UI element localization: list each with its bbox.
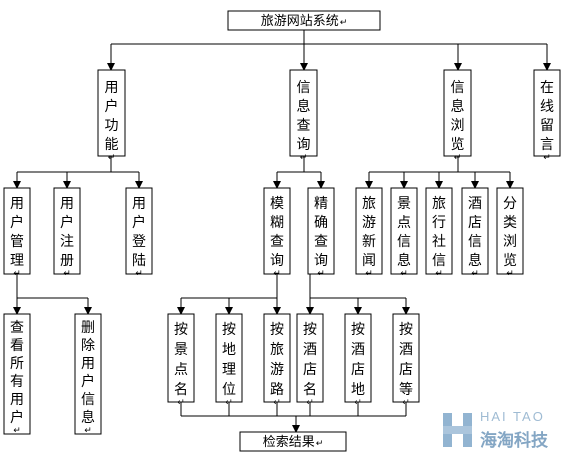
- node-info-query: 信息查询↵: [289, 69, 318, 163]
- node-fuzzy-query: 模糊查询↵: [263, 187, 291, 279]
- node-delete-user-info-label: 删除用户信息↵: [81, 320, 95, 436]
- node-info-browse: 信息浏览↵: [443, 69, 472, 163]
- node-travel-news: 旅游新闻↵: [355, 187, 383, 279]
- connectors: [13, 30, 551, 433]
- node-by-hotel-grade-label: 按酒店等↵: [399, 322, 413, 408]
- result-return-mark: ↵: [316, 439, 324, 449]
- node-by-hotel-name-label: 按酒店名↵: [303, 322, 317, 408]
- svg-text:检索结果↵: 检索结果↵: [263, 435, 324, 450]
- node-view-all-users-label: 查看所有用户↵: [10, 320, 24, 436]
- node-travel-news-label: 旅游新闻↵: [362, 196, 376, 279]
- node-hotel-info: 酒店信息↵: [461, 187, 489, 279]
- node-scenic-info: 景点信息↵: [390, 187, 418, 279]
- node-delete-user-info: 删除用户信息↵: [74, 313, 102, 436]
- node-online-message: 在线留言↵: [533, 69, 561, 163]
- node-by-scenic-name: 按景点名↵: [167, 313, 195, 408]
- haitao-h-logo-icon: [443, 413, 472, 447]
- node-info-query-label: 信息查询↵: [297, 80, 311, 163]
- node-by-location-label: 按地理位↵: [222, 322, 236, 408]
- node-user-register-label: 用户注册↵: [60, 196, 74, 279]
- node-travel-agency-label: 旅行社信↵: [432, 196, 446, 279]
- node-by-travel-route-label: 按旅游路↵: [270, 322, 284, 408]
- title-node: 旅游网站系统↵: [227, 10, 381, 31]
- node-by-location: 按地理位↵: [215, 313, 243, 408]
- node-by-hotel-grade: 按酒店等↵: [392, 313, 420, 408]
- node-category-browse-label: 分类浏览↵: [503, 196, 517, 279]
- node-by-hotel-address-label: 按酒店地↵: [351, 322, 365, 408]
- node-online-message-label: 在线留言↵: [540, 80, 554, 163]
- node-exact-query-label: 精确查询↵: [314, 196, 328, 279]
- node-info-browse-label: 信息浏览↵: [451, 80, 465, 163]
- node-scenic-info-label: 景点信息↵: [397, 196, 411, 279]
- node-user-functions: 用户功能↵: [97, 69, 126, 163]
- title-text: 旅游网站系统: [261, 14, 339, 29]
- watermark-chinese-text: 海淘科技: [480, 431, 548, 451]
- node-view-all-users: 查看所有用户↵: [3, 313, 31, 436]
- node-travel-agency: 旅行社信↵: [425, 187, 453, 279]
- node-hotel-info-label: 酒店信息↵: [468, 196, 482, 279]
- node-by-hotel-name: 按酒店名↵: [296, 313, 324, 408]
- result-text: 检索结果: [263, 435, 315, 450]
- node-by-travel-route: 按旅游路↵: [263, 313, 291, 408]
- node-fuzzy-query-label: 模糊查询↵: [270, 196, 284, 279]
- node-user-login-label: 用户登陆↵: [132, 196, 146, 279]
- haitao-watermark-logo: HAI TAO 海淘科技: [441, 409, 576, 451]
- watermark-latin-text: HAI TAO: [480, 409, 545, 424]
- node-user-functions-label: 用户功能↵: [105, 80, 119, 163]
- node-category-browse: 分类浏览↵: [496, 187, 524, 279]
- node-exact-query: 精确查询↵: [307, 187, 335, 279]
- node-user-management-label: 用户管理↵: [10, 196, 24, 279]
- node-user-login: 用户登陆↵: [125, 187, 153, 279]
- result-node: 检索结果↵: [239, 431, 347, 452]
- title-return-mark: ↵: [340, 18, 348, 28]
- node-by-scenic-name-label: 按景点名↵: [174, 322, 188, 408]
- svg-text:旅游网站系统↵: 旅游网站系统↵: [261, 14, 348, 29]
- node-user-register: 用户注册↵: [53, 187, 81, 279]
- node-user-management: 用户管理↵: [3, 187, 31, 279]
- node-by-hotel-address: 按酒店地↵: [344, 313, 372, 408]
